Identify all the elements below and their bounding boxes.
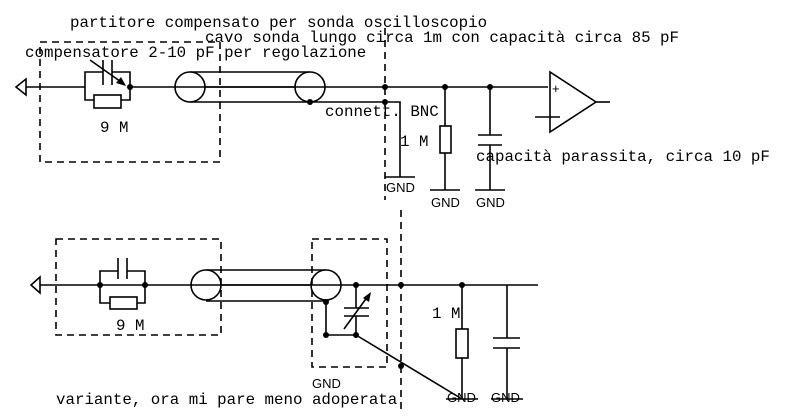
gnd-label: GND	[491, 390, 520, 405]
coax-cable	[174, 71, 326, 105]
parasitic-capacitance-label: capacità parassita, circa 10 pF	[476, 148, 770, 166]
resistor-9m	[93, 94, 122, 109]
compensation-capacitor-resistor	[97, 258, 148, 310]
gnd-label: GND	[312, 376, 341, 391]
resistor-1m-label: 1 M	[400, 133, 428, 151]
probe-tip-icon	[14, 77, 27, 97]
gnd-label: GND	[447, 390, 476, 405]
resistor-9m	[109, 296, 138, 310]
resistor-1m	[439, 125, 452, 154]
trimmer-label: compensatore 2-10 pF per regolazione	[25, 44, 366, 62]
diagram-title: partitore compensato per sonda oscillosc…	[70, 14, 487, 32]
probe-tip-icon	[29, 275, 41, 295]
gnd-label: GND	[431, 195, 460, 210]
resistor-1m-label: 1 M	[432, 305, 460, 323]
probe-box	[55, 238, 222, 336]
opamp-icon	[535, 70, 610, 134]
variant-caption: variante, ora mi pare meno adoperata	[56, 391, 397, 409]
coax-cable	[190, 269, 342, 302]
cable-label: cavo sonda lungo circa 1m con capacità c…	[205, 29, 679, 47]
bottom-circuit: 9 M 1 M GND GND GND variante, ora mi par…	[29, 210, 538, 410]
variable-capacitor-icon	[343, 285, 371, 335]
trimmer-capacitor-resistor	[84, 59, 133, 109]
bnc-label: connett. BNC	[325, 103, 439, 121]
resistor-1m	[455, 328, 469, 359]
compensation-box	[311, 238, 388, 368]
gnd-label: GND	[476, 195, 505, 210]
resistor-9m-label: 9 M	[116, 317, 144, 335]
top-circuit: + partitore compensato per sonda oscillo…	[14, 14, 770, 210]
resistor-9m-label: 9 M	[100, 119, 128, 137]
gnd-label: GND	[386, 180, 415, 195]
opamp-plus-label: +	[552, 81, 560, 96]
